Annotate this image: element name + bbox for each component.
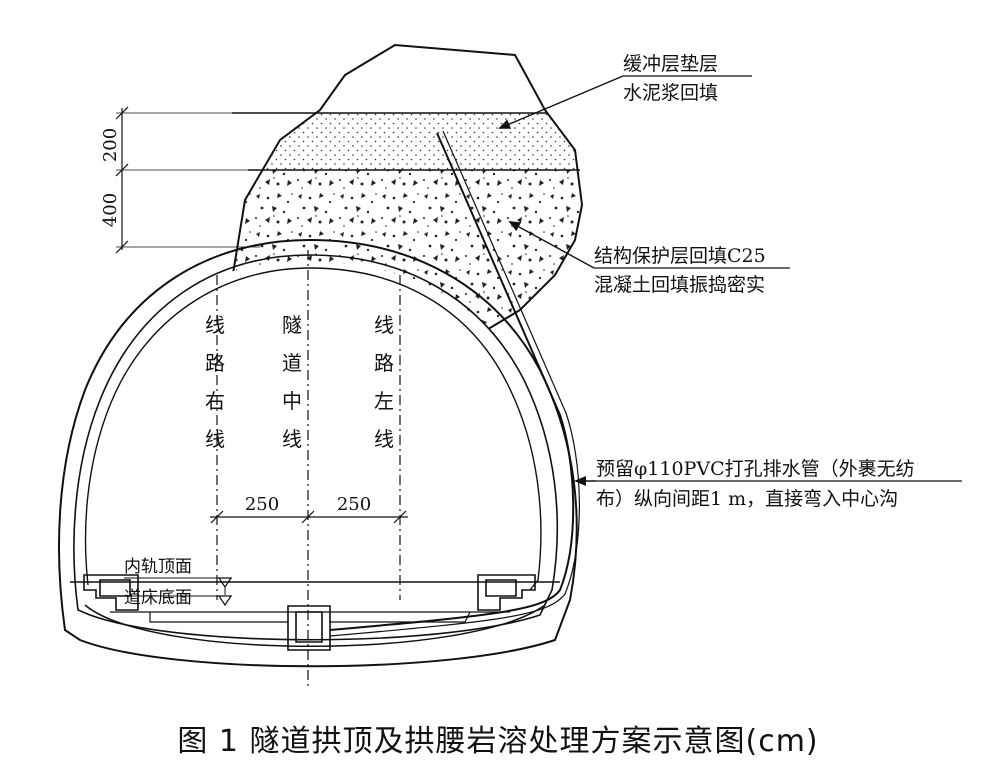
svg-text:路: 路 [205,351,225,375]
buffer-layer-fill [232,113,582,170]
dim-200: 200 [100,128,121,162]
tunnel-lining-mid [73,254,559,641]
drain-label-line1: 预留φ110PVC打孔排水管（外裹无纺 [596,458,915,480]
left-line-label: 线 路 左 线 [374,313,394,451]
buffer-label-line2: 水泥浆回填 [623,82,718,104]
dim-400: 400 [100,193,121,227]
buffer-leader [498,75,624,129]
bed-bottom-marker [217,595,233,607]
figure-caption: 图 1 隧道拱顶及拱腰岩溶处理方案示意图(cm) [177,724,819,759]
tunnel-lining-inner [84,267,542,591]
svg-text:中: 中 [282,389,302,413]
tunnel-lining-outer [58,238,578,668]
bed-bottom-label: 道床底面 [124,588,192,608]
svg-text:隧: 隧 [282,313,302,337]
rail-top-label: 内轨顶面 [124,557,192,577]
invert-arc [84,604,546,647]
protect-label-line1: 结构保护层回填C25 [594,245,766,267]
drain-label-line2: 布）纵向间距1 m，直接弯入中心沟 [596,488,898,510]
dim-right-250: 250 [337,494,371,515]
svg-text:左: 左 [374,389,394,413]
svg-text:道: 道 [282,351,302,375]
svg-text:线: 线 [205,313,225,337]
bed-step-right [330,611,471,623]
bed-step-left [149,612,288,623]
protect-leader [508,221,595,269]
drain-pipe-inner [329,130,580,637]
svg-text:右: 右 [205,389,225,413]
center-ditch [287,605,331,651]
dim-left-250: 250 [245,494,279,515]
rail-top-marker [217,577,233,589]
svg-text:线: 线 [374,427,394,451]
vertical-dimensions [115,106,548,254]
svg-text:线: 线 [374,313,394,337]
buffer-label-line1: 缓冲层垫层 [623,53,718,75]
right-line-label: 线 路 右 线 [205,313,225,451]
drain-pipe [329,132,575,631]
tunnel-diagram: 线 路 右 线 隧 道 中 线 线 路 左 线 200 400 250 250 … [58,43,962,690]
svg-text:路: 路 [374,351,394,375]
tunnel-center-label: 隧 道 中 线 [282,313,302,451]
horizontal-dimensions [210,510,408,524]
protect-label-line2: 混凝土回填振捣密实 [594,274,765,296]
right-side-ditch [477,574,536,611]
svg-text:线: 线 [282,427,302,451]
svg-text:线: 线 [205,427,225,451]
